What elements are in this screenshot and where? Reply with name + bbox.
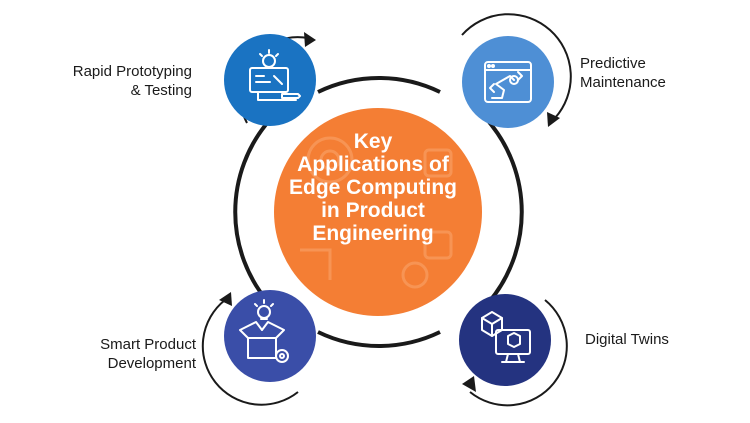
- label-smart-line-1: Smart Product: [100, 336, 196, 353]
- label-predictive-maintenance: Predictive Maintenance: [580, 54, 730, 92]
- center-title-line-3: Edge Computing: [289, 176, 457, 199]
- node-predictive-maintenance: [461, 13, 572, 128]
- twins-arrowhead: [462, 376, 476, 392]
- label-predictive-line-2: Maintenance: [580, 74, 666, 91]
- node-digital-twins: [459, 294, 568, 407]
- label-predictive-line-1: Predictive: [580, 55, 646, 72]
- label-smart-line-2: Development: [107, 355, 196, 372]
- center-circle: [274, 108, 482, 316]
- center-gear-motif: [300, 136, 453, 289]
- box-gear-icon: [239, 299, 289, 363]
- label-rapid-line-2: & Testing: [130, 82, 192, 99]
- predictive-orbit-arrow: [461, 13, 572, 119]
- label-digital-twins: Digital Twins: [585, 330, 735, 349]
- robot-arm-icon: [484, 61, 532, 103]
- center-title-line-5: Engineering: [312, 222, 434, 245]
- label-rapid-prototyping: Rapid Prototyping & Testing: [20, 62, 192, 100]
- center-title-line-4: in Product: [321, 199, 425, 222]
- monitor-cube-icon: [481, 311, 531, 363]
- rapid-arrowhead: [304, 32, 316, 47]
- center-title: Key Applications of Edge Computing in Pr…: [278, 130, 468, 245]
- blueprint-icon: [249, 49, 301, 101]
- label-twins-line-1: Digital Twins: [585, 331, 669, 348]
- label-rapid-line-1: Rapid Prototyping: [72, 63, 192, 80]
- smart-arrowhead: [219, 292, 232, 306]
- center-title-line-1: Key: [353, 130, 393, 153]
- node-smart-product: [201, 290, 316, 406]
- node-rapid-prototyping: [224, 32, 316, 126]
- twins-orbit-arrow: [469, 299, 568, 407]
- center-title-line-2: Applications of: [297, 153, 449, 176]
- main-ring: [233, 76, 524, 348]
- smart-orbit-arrow: [201, 299, 299, 406]
- predictive-arrowhead: [547, 112, 560, 127]
- label-smart-product: Smart Product Development: [20, 335, 196, 373]
